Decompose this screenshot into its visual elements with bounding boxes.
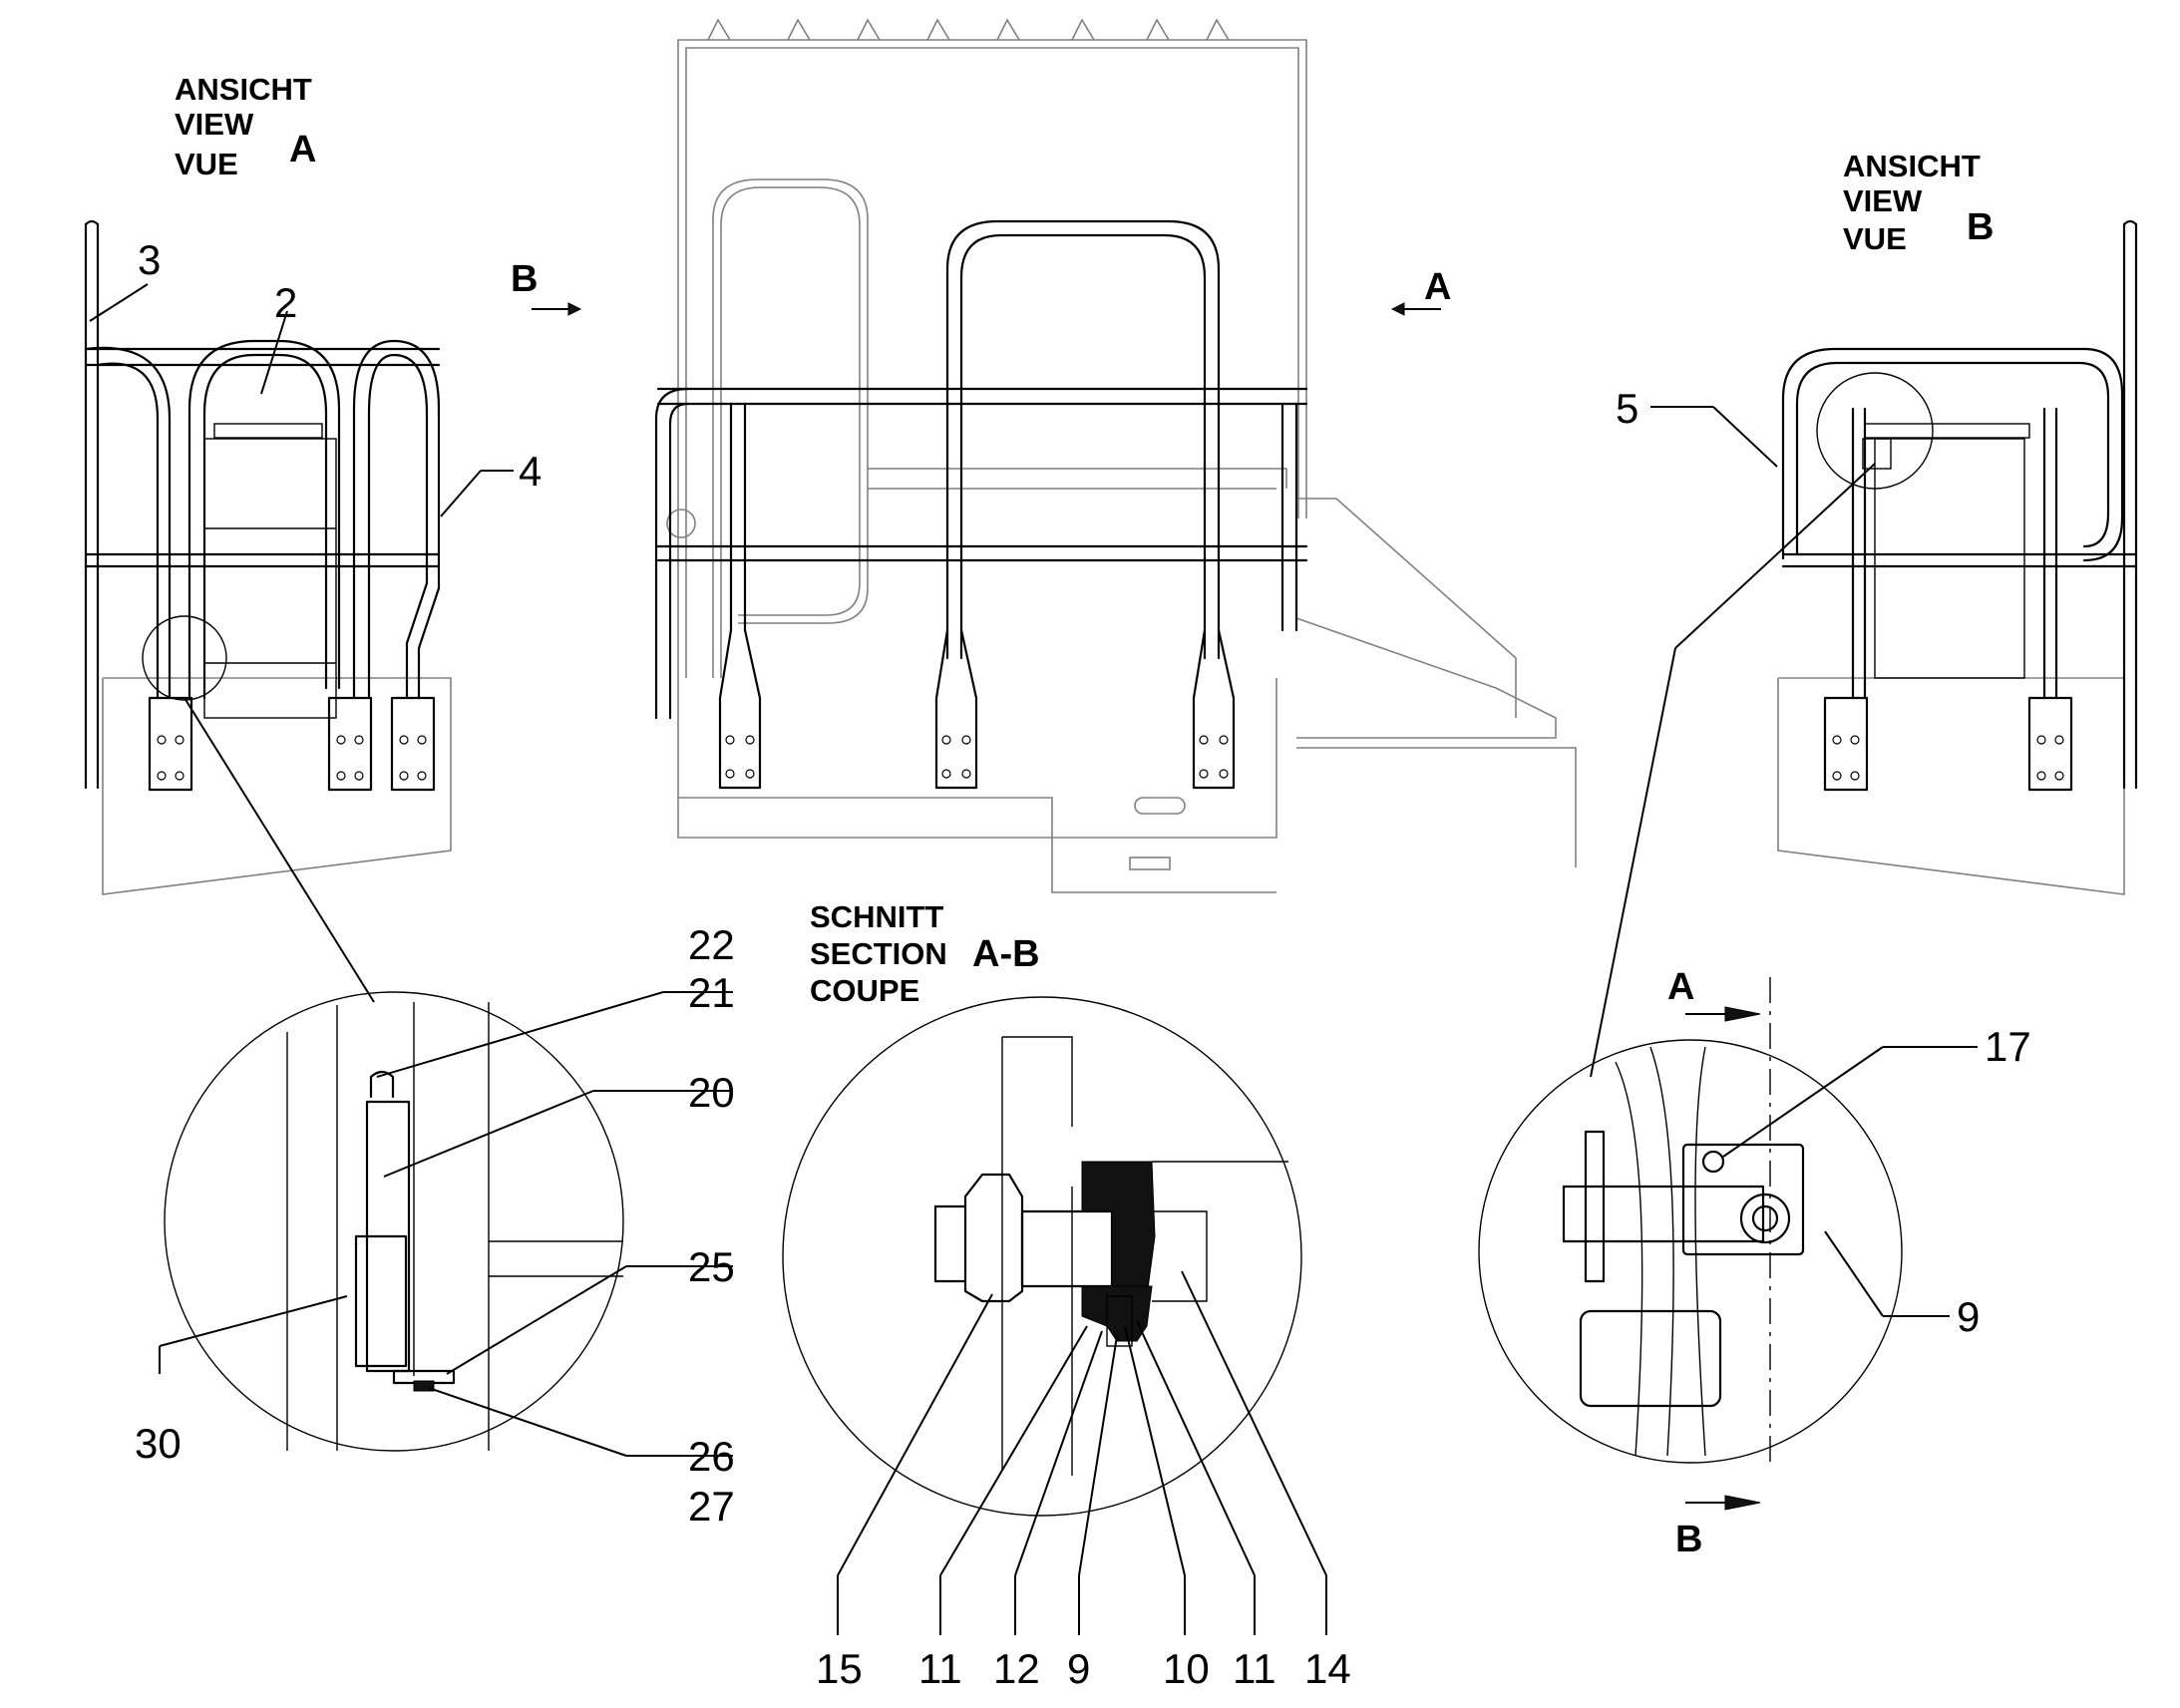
view-b-letter: B	[1967, 206, 1994, 248]
section-letters: A-B	[972, 933, 1040, 975]
callout-3: 3	[138, 236, 161, 283]
callout-5: 5	[1616, 385, 1638, 432]
view-a-line-2: VIEW	[175, 107, 254, 142]
callout-20: 20	[688, 1069, 735, 1116]
center-view-drawing	[654, 18, 1577, 893]
callout-15: 15	[816, 1645, 863, 1692]
leader-lines	[89, 283, 1978, 1635]
view-b-drawing	[1777, 219, 2138, 895]
callout-27: 27	[688, 1483, 735, 1530]
view-a-line-3: VUE	[175, 147, 238, 181]
callout-26: 26	[688, 1433, 735, 1480]
view-a-line-1: ANSICHT	[175, 72, 312, 107]
section-line-2: SECTION	[810, 936, 947, 971]
callout-9-right: 9	[1957, 1293, 1980, 1340]
callout-4: 4	[519, 448, 542, 495]
arrow-label-a-detail: A	[1667, 966, 1694, 1008]
detail-section-ab	[782, 996, 1302, 1517]
section-title: SCHNITT SECTION COUPE A-B	[810, 899, 1040, 1008]
arrow-label-b-top: B	[511, 258, 538, 300]
arrow-label-a-top: A	[1424, 266, 1451, 308]
callout-10: 10	[1163, 1645, 1210, 1692]
detail-left	[164, 697, 624, 1452]
view-a-letter: A	[289, 129, 316, 171]
view-b-line-3: VUE	[1843, 221, 1907, 256]
callout-21: 21	[688, 969, 735, 1016]
callout-11-b: 11	[1233, 1645, 1276, 1692]
view-b-title: ANSICHT VIEW VUE B	[1843, 149, 1994, 256]
direction-arrows	[532, 302, 1441, 316]
section-line-1: SCHNITT	[810, 899, 943, 934]
callout-30: 30	[135, 1420, 182, 1467]
view-a-title: ANSICHT VIEW VUE A	[175, 72, 316, 181]
callout-22: 22	[688, 921, 735, 968]
detail-right	[1478, 463, 1903, 1511]
callout-numbers: 3 2 4 5 22 21 20 25 26 27 30 17 9 15 11 …	[135, 236, 2031, 1692]
view-b-line-1: ANSICHT	[1843, 149, 1981, 183]
view-a-drawing	[84, 219, 452, 895]
arrow-label-b-detail: B	[1675, 1519, 1702, 1560]
callout-12: 12	[993, 1645, 1040, 1692]
callout-11-a: 11	[918, 1645, 962, 1692]
callout-17: 17	[1985, 1023, 2031, 1070]
callout-2: 2	[274, 279, 297, 326]
callout-25: 25	[688, 1243, 735, 1290]
callout-9-bottom: 9	[1067, 1645, 1090, 1692]
callout-14: 14	[1304, 1645, 1351, 1692]
arrow-labels: B A A B	[511, 258, 1702, 1560]
view-b-line-2: VIEW	[1843, 183, 1923, 218]
section-line-3: COUPE	[810, 973, 919, 1008]
